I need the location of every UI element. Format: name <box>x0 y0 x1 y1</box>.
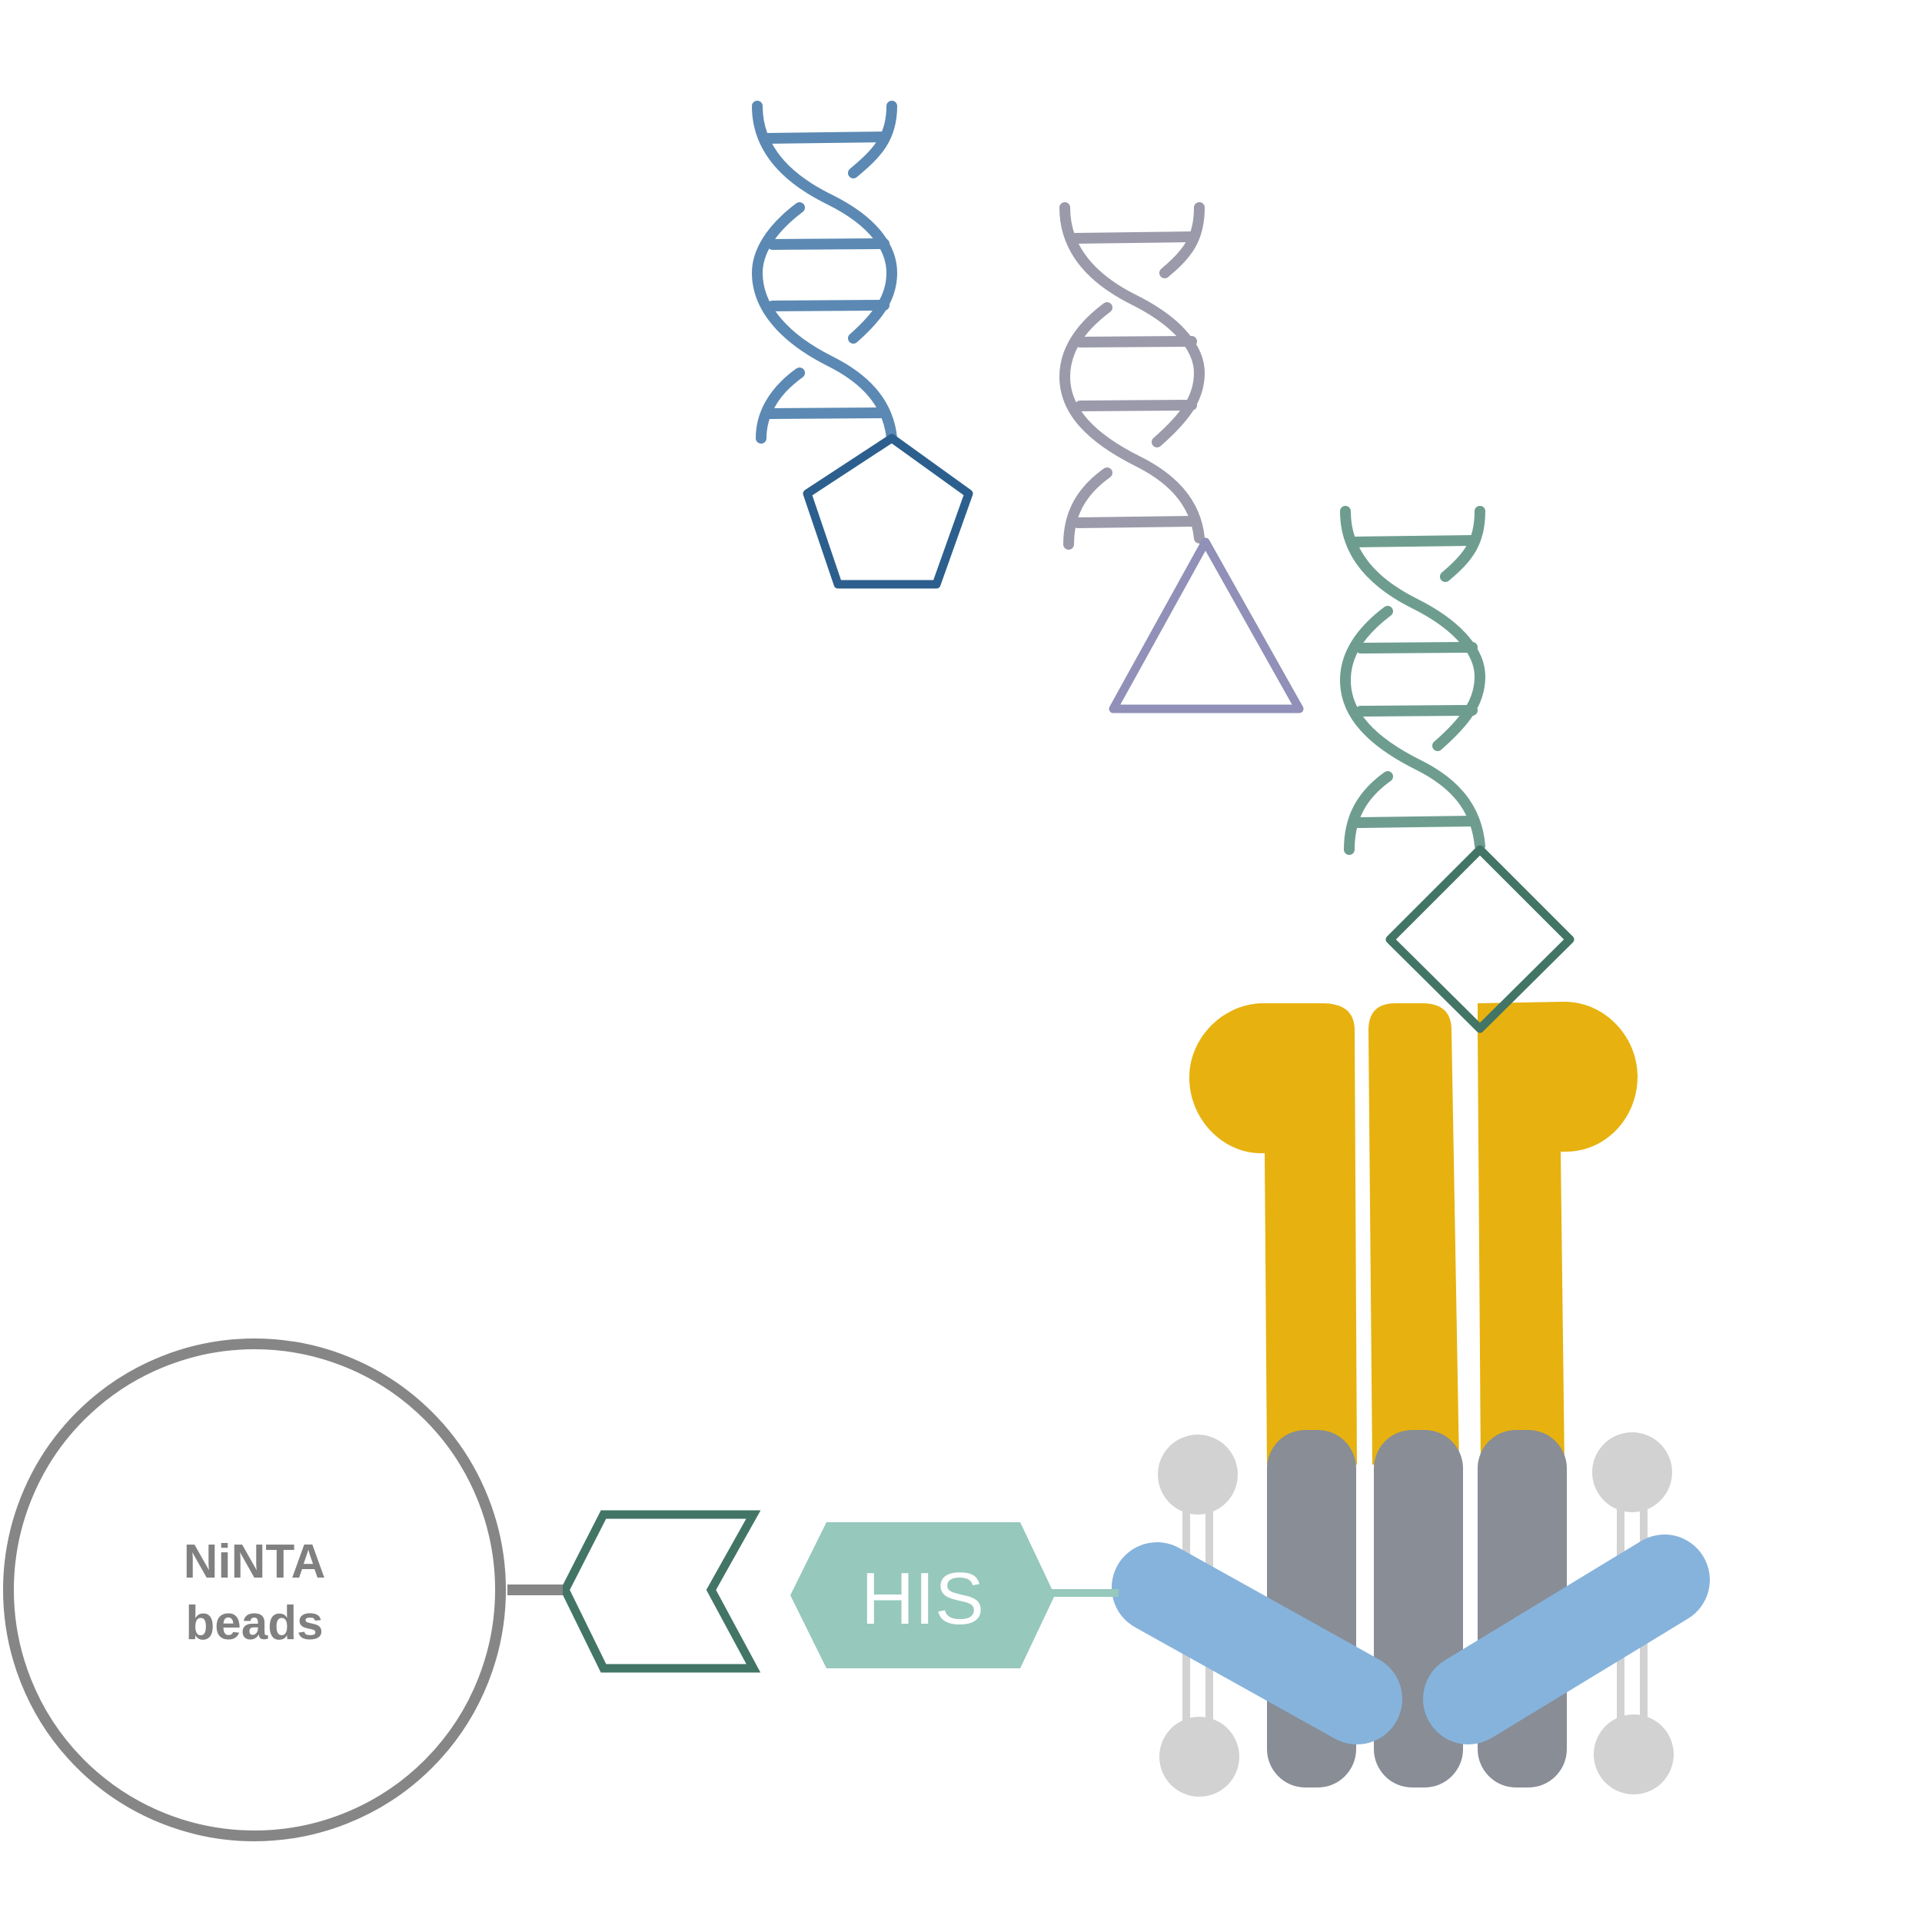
base-pair <box>767 300 890 311</box>
dna-strand <box>752 101 898 344</box>
diamond-ligand-icon <box>1385 845 1575 1033</box>
dna-strand <box>756 367 805 444</box>
dna-helix-green <box>1339 506 1486 855</box>
bead-circle-icon <box>3 1338 506 1841</box>
dna-strand <box>1159 202 1205 278</box>
helix-separator <box>1471 1029 1481 1465</box>
base-pair <box>1350 535 1478 547</box>
dna-helix-blue <box>751 101 898 444</box>
blue-helix-right <box>1423 1535 1710 1744</box>
base-pair <box>1355 642 1478 653</box>
base-pair <box>1355 705 1478 717</box>
base-pair <box>765 407 890 419</box>
dna-strand <box>1339 606 1485 851</box>
dna-strand <box>1063 467 1112 550</box>
triangle-ligand-icon <box>1109 537 1304 713</box>
bead-label-line1: NiNTA <box>184 1535 326 1588</box>
dna-strand <box>1440 506 1485 582</box>
base-pair <box>1069 231 1197 244</box>
dna-strand <box>1059 302 1205 544</box>
lipid-icon <box>1158 1435 1239 1797</box>
base-pair <box>1075 336 1197 347</box>
protein-yellow-domain <box>1189 1002 1638 1465</box>
pentagon-ligand-icon <box>803 434 973 589</box>
membrane-protein-icon <box>1112 1002 1710 1797</box>
his-tag-hexagon-icon <box>790 1522 1055 1668</box>
dna-strand <box>1344 771 1393 855</box>
base-pair <box>1075 400 1197 411</box>
dna-strand <box>848 101 897 178</box>
dna-helix-purple <box>1059 202 1205 550</box>
bead-label-line2: beads <box>185 1597 323 1650</box>
protein-gray-domain <box>1267 1430 1567 1787</box>
base-pair <box>762 131 890 144</box>
dna-strand <box>751 202 897 444</box>
protein-blue-domain <box>1112 1535 1710 1744</box>
blue-helix-left <box>1112 1542 1402 1744</box>
base-pair <box>1353 816 1478 828</box>
his-tag-label: HIS <box>861 1558 984 1640</box>
linker-bracket-icon <box>560 1510 761 1673</box>
base-pair <box>1072 516 1197 528</box>
